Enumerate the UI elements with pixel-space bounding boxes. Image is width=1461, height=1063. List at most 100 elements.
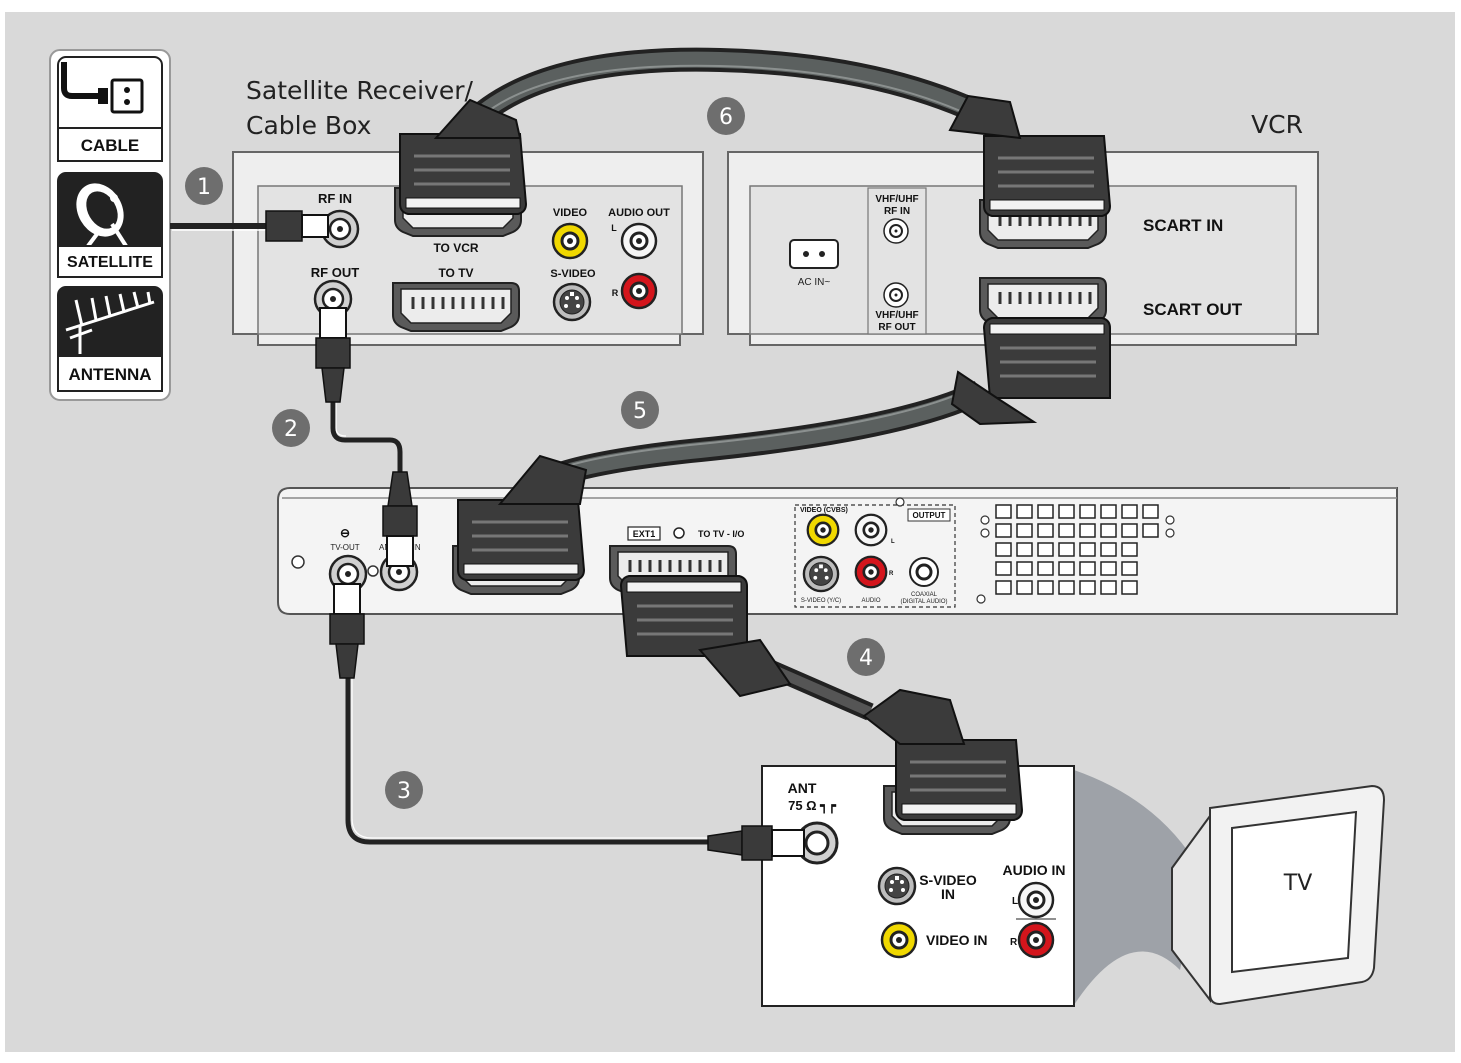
vent-slot bbox=[1079, 523, 1096, 538]
cable-5-plug-recorder bbox=[456, 498, 586, 582]
satellite-source: SATELLITE bbox=[57, 172, 163, 278]
ventilation-grille bbox=[995, 504, 1159, 595]
vent-slot bbox=[1142, 523, 1159, 538]
vcr-rf-out-label-line1: VHF/UHF bbox=[875, 310, 918, 321]
tv-s-video-in-label-line1: S-VIDEO bbox=[919, 872, 977, 888]
source-panel: CABLE SATELLITE ANTEN bbox=[49, 49, 171, 401]
tv-ant-label-line2: 75 Ω ┑┍ bbox=[788, 798, 837, 814]
vent-slot bbox=[995, 523, 1012, 538]
cable-3-tv-plug bbox=[707, 825, 805, 861]
step-badge-5: 5 bbox=[621, 391, 659, 429]
vent-slot bbox=[1058, 523, 1075, 538]
s-video-jack[interactable] bbox=[552, 282, 592, 322]
audio-out-r-jack[interactable] bbox=[620, 272, 658, 310]
vent-slot bbox=[1058, 504, 1075, 519]
tv-set: TV bbox=[1171, 784, 1386, 1006]
tv-video-in-jack[interactable] bbox=[880, 921, 918, 959]
vcr: VCR AC IN~ VHF/UHF RF IN VHF/UHF RF OUT … bbox=[727, 110, 1319, 346]
tv-audio-in-r-label: R bbox=[1010, 937, 1018, 948]
coaxial-jack[interactable] bbox=[909, 557, 939, 587]
vent-slot bbox=[1100, 561, 1117, 576]
vent-slot bbox=[1037, 523, 1054, 538]
vent-slot bbox=[1079, 504, 1096, 519]
vent-slot bbox=[1121, 561, 1138, 576]
step-badge-6: 6 bbox=[707, 97, 745, 135]
svg-text:4: 4 bbox=[859, 646, 873, 671]
recorder-s-video-jack[interactable] bbox=[802, 555, 840, 593]
ext1-box bbox=[627, 526, 661, 541]
scart-out-label: SCART OUT bbox=[1143, 300, 1243, 319]
recorder: ⊖ TV-OUT AN -IN EXT1 TO TV - I/O OUTPUT … bbox=[277, 487, 1398, 615]
cable-4-plug-recorder bbox=[619, 574, 749, 658]
tv-audio-in-r-jack[interactable] bbox=[1017, 921, 1055, 959]
vent-slot bbox=[1100, 542, 1117, 557]
vent-slot bbox=[1037, 504, 1054, 519]
recorder-video-cvbs-jack[interactable] bbox=[806, 513, 840, 547]
tv-panel-shadow bbox=[1074, 770, 1200, 1005]
tv-label: TV bbox=[1283, 871, 1313, 896]
vent-slot bbox=[1121, 542, 1138, 557]
coaxial-label-line2: (DIGITAL AUDIO) bbox=[900, 599, 947, 605]
vent-slot bbox=[1058, 542, 1075, 557]
vent-slot bbox=[1079, 580, 1096, 595]
audio-out-label: AUDIO OUT bbox=[608, 207, 670, 219]
s-video-yc-label: S-VIDEO (Y/C) bbox=[801, 598, 841, 604]
step-badge-3: 3 bbox=[385, 771, 423, 809]
antenna-source: ANTENNA bbox=[57, 286, 163, 392]
vent-slot bbox=[1016, 580, 1033, 595]
svg-text:5: 5 bbox=[633, 399, 647, 424]
vcr-rf-out-jack[interactable] bbox=[883, 282, 909, 308]
recorder-audio-r-jack[interactable] bbox=[854, 555, 888, 589]
vent-slot bbox=[1142, 504, 1159, 519]
cable-2-bottom-plug bbox=[382, 471, 418, 567]
to-tv-scart-socket[interactable] bbox=[391, 281, 521, 333]
tv-audio-in-l-jack[interactable] bbox=[1017, 881, 1055, 919]
recorder-audio-l-jack[interactable] bbox=[854, 513, 888, 547]
video-out-jack[interactable] bbox=[551, 222, 589, 260]
cable-source: CABLE bbox=[57, 56, 163, 162]
vent-slot bbox=[1058, 561, 1075, 576]
vent-slot bbox=[1100, 523, 1117, 538]
cable-3-top-plug bbox=[329, 583, 365, 679]
vent-slot bbox=[1016, 561, 1033, 576]
step-badge-2: 2 bbox=[272, 409, 310, 447]
vent-slot bbox=[1016, 542, 1033, 557]
satellite-receiver-title-line2: Cable Box bbox=[246, 111, 371, 140]
ac-in-socket[interactable] bbox=[789, 239, 839, 269]
vcr-rf-in-jack[interactable] bbox=[883, 218, 909, 244]
vcr-rf-in-label-line2: RF IN bbox=[884, 206, 910, 217]
recorder-audio-l-label: L bbox=[891, 539, 895, 545]
cable-label: CABLE bbox=[81, 136, 140, 155]
tv-screen bbox=[1231, 810, 1358, 974]
svg-text:1: 1 bbox=[197, 175, 211, 200]
tv-video-in-label: VIDEO IN bbox=[926, 932, 987, 948]
ac-in-label: AC IN~ bbox=[798, 277, 831, 288]
svg-text:2: 2 bbox=[284, 417, 298, 442]
tv-s-video-in-jack[interactable] bbox=[877, 866, 917, 906]
satellite-dish-icon bbox=[76, 183, 128, 248]
vent-slot bbox=[995, 561, 1012, 576]
cables bbox=[170, 47, 1112, 861]
tv-out-arrow-icon: ⊖ bbox=[340, 526, 350, 540]
vcr-rf-section bbox=[867, 187, 927, 335]
to-vcr-label: TO VCR bbox=[433, 241, 478, 255]
vent-slot bbox=[1079, 561, 1096, 576]
antenna-label: ANTENNA bbox=[68, 365, 151, 384]
cable-2-top-plug bbox=[315, 307, 351, 403]
satellite-receiver-title-line1: Satellite Receiver/ bbox=[246, 76, 473, 105]
vent-slot bbox=[1016, 523, 1033, 538]
vcr-title: VCR bbox=[1251, 110, 1303, 139]
tv-s-video-in-label-line2: IN bbox=[941, 886, 955, 902]
audio-out-r-label: R bbox=[612, 288, 619, 298]
satellite-label: SATELLITE bbox=[67, 254, 153, 271]
step-badges: 1 2 3 4 5 6 bbox=[185, 97, 885, 809]
output-label: OUTPUT bbox=[913, 511, 946, 520]
antenna-in-label-left: AN bbox=[379, 543, 390, 552]
vent-slot bbox=[1100, 504, 1117, 519]
audio-out-l-jack[interactable] bbox=[620, 222, 658, 260]
cable-2-antenna bbox=[330, 400, 403, 472]
s-video-label: S-VIDEO bbox=[550, 268, 596, 280]
tv-ant-jack[interactable] bbox=[795, 821, 839, 865]
vent-slot bbox=[995, 542, 1012, 557]
